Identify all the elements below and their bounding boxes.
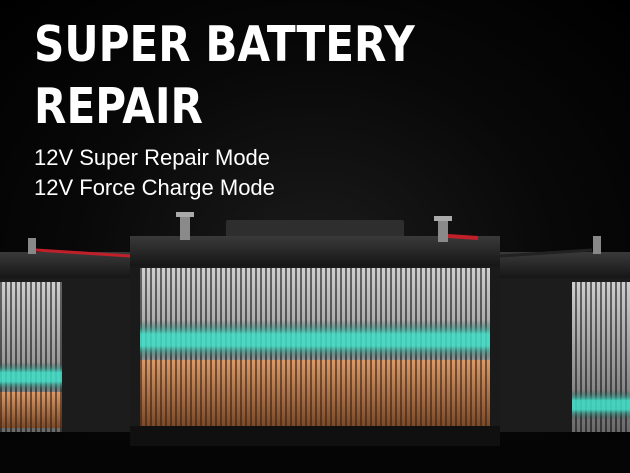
mode-super-repair: 12V Super Repair Mode [34, 145, 271, 170]
main-battery [130, 212, 500, 446]
right-battery [499, 236, 630, 432]
headline: SUPER BATTERY REPAIR [34, 14, 415, 138]
terminal-left [180, 214, 190, 240]
mode-force-charge: 12V Force Charge Mode [34, 175, 275, 200]
left-battery [0, 238, 131, 432]
headline-line-2: REPAIR [34, 78, 204, 135]
terminal-right [438, 218, 448, 242]
headline-line-1: SUPER BATTERY [34, 16, 415, 73]
charge-glow [140, 320, 490, 360]
